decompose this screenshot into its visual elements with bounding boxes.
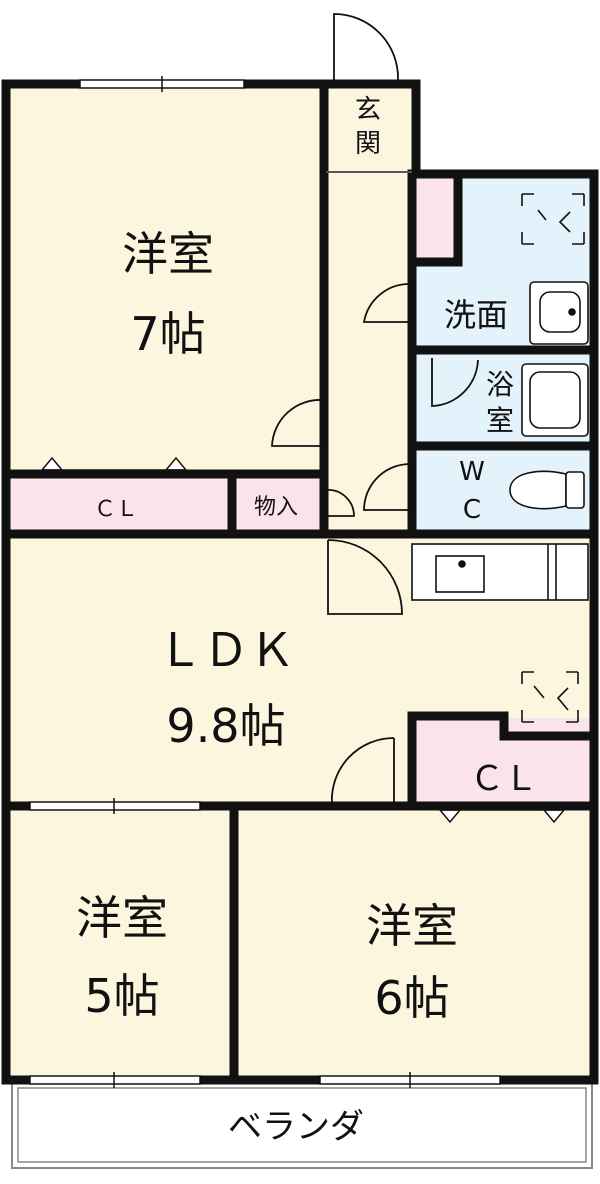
windows <box>29 76 501 1088</box>
balcony-area <box>11 1081 593 1169</box>
hall-floor <box>326 174 414 534</box>
wc-door <box>363 463 411 511</box>
room5-name: 洋室 <box>76 891 168 945</box>
closet-1-floor <box>8 476 230 534</box>
bath-label-1: 浴 <box>486 368 514 401</box>
wc-label-2: C <box>463 495 481 525</box>
wash-basin-icon <box>529 281 589 345</box>
entrance-floor <box>326 84 414 174</box>
ldk-door <box>327 539 403 615</box>
ldk-size: 9.8帖 <box>166 699 285 753</box>
basin-bowl <box>539 291 581 333</box>
labels: 洋室 7帖 玄 関 洗面 浴 室 W C ＣＬ 物入 ＬＤＫ 9.8帖 ＣＬ 洋… <box>76 95 538 1147</box>
front-door <box>333 13 399 81</box>
room7-name: 洋室 <box>122 227 214 281</box>
kitchen-sink <box>435 555 485 593</box>
fixtures <box>411 193 589 723</box>
pink-storage-upper-2 <box>414 176 458 258</box>
room5-size: 5帖 <box>84 969 159 1023</box>
wc-label-1: W <box>459 457 485 487</box>
wall-cl2 <box>407 711 599 811</box>
closet2-label: ＣＬ <box>470 759 538 799</box>
washroom-door <box>362 283 411 323</box>
doors <box>271 13 479 805</box>
entrance-label-2: 関 <box>355 129 381 159</box>
storage-door <box>325 489 355 517</box>
entrance-label-1: 玄 <box>355 95 381 125</box>
room7-size: 7帖 <box>130 307 205 361</box>
ldk-name: ＬＤＫ <box>157 623 295 677</box>
balcony <box>11 1081 593 1169</box>
room7-door <box>271 399 323 447</box>
storage-floor <box>234 476 322 534</box>
bath-door <box>431 358 479 407</box>
balcony-rail <box>17 1087 587 1163</box>
basin-drain <box>568 308 576 316</box>
washroom-label: 洗面 <box>444 296 508 334</box>
fridge-space-icon <box>521 671 579 723</box>
western-7-floor <box>8 84 322 474</box>
storage-label: 物入 <box>254 495 298 520</box>
bathtub-icon <box>521 363 589 437</box>
room6-size: 6帖 <box>374 971 449 1025</box>
bath-label-2: 室 <box>486 404 514 437</box>
kitchen-counter-icon <box>411 543 589 601</box>
room6-door <box>331 737 395 805</box>
closet-door-marks <box>40 456 566 824</box>
balcony-label: ベランダ <box>228 1107 364 1147</box>
window-room5-bottom <box>29 1075 201 1085</box>
window-ldk-left <box>29 801 201 811</box>
closet1-label: ＣＬ <box>94 497 138 522</box>
bathtub-inner <box>529 371 581 429</box>
washer-space-icon <box>521 193 585 245</box>
western-5-floor <box>8 810 234 1078</box>
toilet-icon <box>509 470 585 510</box>
room6-name: 洋室 <box>366 899 458 953</box>
western-6-floor <box>236 810 592 1078</box>
kitchen-faucet <box>458 560 466 568</box>
